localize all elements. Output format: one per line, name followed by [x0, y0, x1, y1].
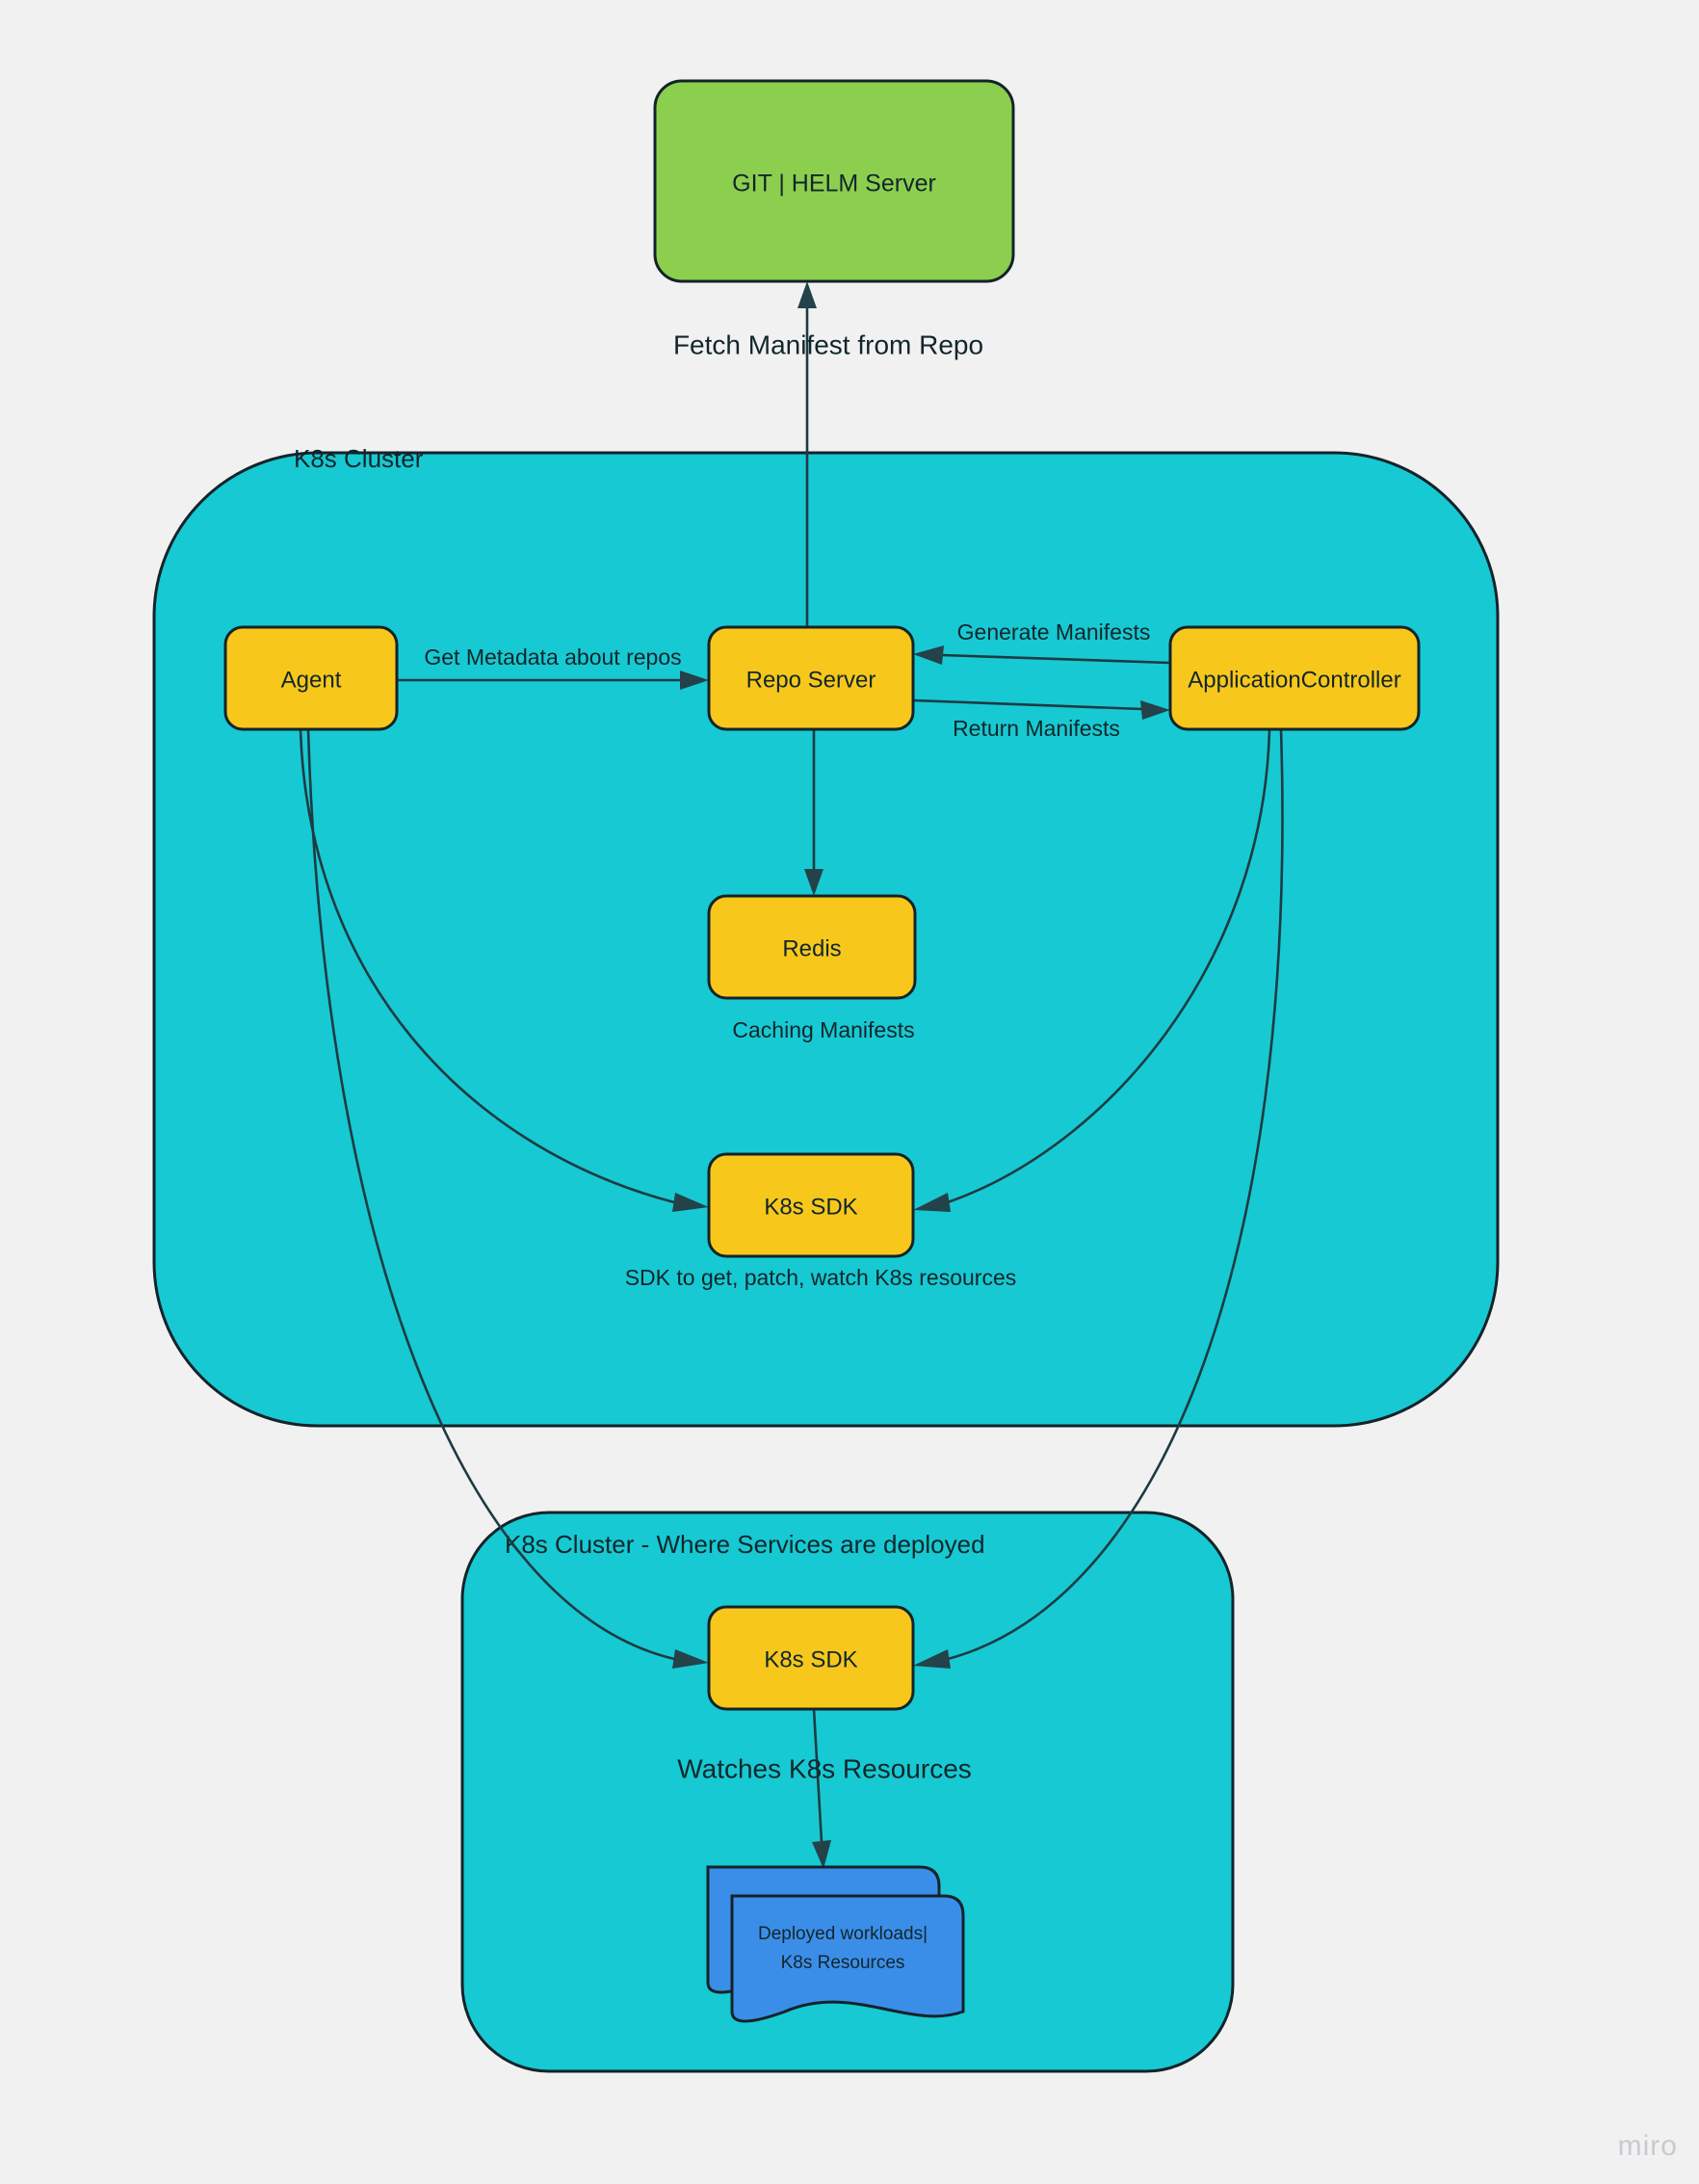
edge-fetch-manifest-label: Fetch Manifest from Repo	[673, 329, 983, 359]
edge-agent-to-sdk-services[interactable]	[306, 728, 709, 1669]
repo-server-label: Repo Server	[746, 667, 876, 693]
edge-generate-manifests[interactable]: Generate Manifests	[913, 619, 1171, 665]
application-controller-label: ApplicationController	[1188, 667, 1400, 693]
edge-fetch-manifest-arrowhead	[797, 281, 817, 308]
caption-sdk-description: SDK to get, patch, watch K8s resources	[625, 1265, 1017, 1290]
edge-generate-manifests-label: Generate Manifests	[957, 619, 1151, 645]
edge-controller-to-sdk-main-line	[947, 728, 1271, 1204]
redis-shape[interactable]	[707, 894, 917, 1000]
git-helm-server-label: GIT | HELM Server	[732, 171, 936, 197]
deployed-workloads-front-sheet[interactable]	[730, 1894, 965, 2023]
deployed-workloads-label-line1: Deployed workloads|	[758, 1924, 928, 1944]
node-agent[interactable]: Agent	[223, 625, 399, 731]
agent-label: Agent	[281, 667, 342, 693]
edge-controller-to-sdk-main-arrowhead	[913, 1193, 951, 1212]
edge-controller-to-sdk-services-line	[947, 728, 1284, 1661]
edge-agent-to-sdk-services-line	[306, 728, 675, 1661]
edge-fetch-manifest[interactable]: Fetch Manifest from Repo	[673, 281, 983, 627]
edge-repo-to-redis-arrowhead	[804, 869, 823, 896]
edge-watches-resources-line	[812, 1708, 823, 1843]
k8s-sdk-main-label: K8s SDK	[764, 1194, 857, 1220]
deployed-workloads-label-line2: K8s Resources	[781, 1953, 905, 1973]
caption-caching-manifests: Caching Manifests	[732, 1017, 914, 1042]
edge-return-manifests[interactable]: Return Manifests	[912, 698, 1170, 741]
node-k8s-sdk-services[interactable]: K8s SDK	[707, 1605, 915, 1711]
edge-get-metadata-label: Get Metadata about repos	[424, 645, 681, 670]
git-helm-server-shape[interactable]	[653, 79, 1015, 283]
edge-watches-resources-label: Watches K8s Resources	[677, 1753, 972, 1783]
edge-generate-manifests-line	[941, 653, 1171, 665]
node-git-helm-server[interactable]: GIT | HELM Server	[653, 79, 1015, 283]
edge-get-metadata[interactable]: Get Metadata about repos	[397, 645, 709, 690]
k8s-sdk-services-shape[interactable]	[707, 1605, 915, 1711]
agent-shape[interactable]	[223, 625, 399, 731]
edge-controller-to-sdk-services[interactable]	[913, 728, 1284, 1669]
edge-return-manifests-arrowhead	[1140, 700, 1170, 720]
edge-repo-to-redis[interactable]	[804, 729, 823, 896]
edge-get-metadata-arrowhead	[680, 671, 709, 690]
edge-watches-resources-arrowhead	[812, 1840, 831, 1869]
node-deployed-workloads[interactable]: Deployed workloads| K8s Resources	[706, 1865, 965, 2023]
node-repo-server[interactable]: Repo Server	[707, 625, 915, 731]
node-k8s-sdk-main[interactable]: K8s SDK	[707, 1152, 915, 1258]
k8s-sdk-main-shape[interactable]	[707, 1152, 915, 1258]
application-controller-shape[interactable]	[1168, 625, 1421, 731]
edge-return-manifests-label: Return Manifests	[953, 716, 1120, 741]
miro-watermark: miro	[1617, 2130, 1678, 2162]
edge-controller-to-sdk-services-arrowhead	[913, 1649, 951, 1669]
edge-agent-to-sdk-services-arrowhead	[672, 1649, 709, 1669]
k8s-cluster-main-label: K8s Cluster	[294, 444, 424, 473]
k8s-sdk-services-label: K8s SDK	[764, 1646, 857, 1672]
node-application-controller[interactable]: ApplicationController	[1168, 625, 1421, 731]
edge-return-manifests-line	[912, 698, 1143, 711]
edge-controller-to-sdk-main[interactable]	[913, 728, 1271, 1212]
redis-label: Redis	[782, 935, 841, 961]
k8s-cluster-services-label: K8s Cluster - Where Services are deploye…	[505, 1530, 985, 1559]
edge-agent-to-sdk-main-arrowhead	[672, 1193, 709, 1212]
repo-server-shape[interactable]	[707, 625, 915, 731]
node-redis[interactable]: Redis	[707, 894, 917, 1000]
edge-watches-resources[interactable]: Watches K8s Resources	[677, 1708, 972, 1869]
edge-generate-manifests-arrowhead	[913, 645, 944, 665]
